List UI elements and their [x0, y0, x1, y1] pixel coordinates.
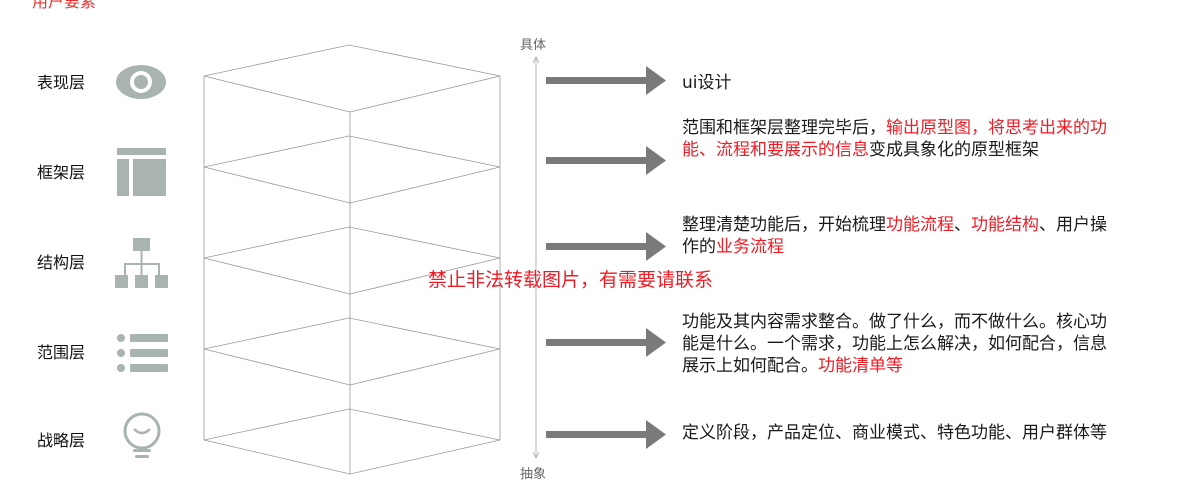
layer-face-5 — [203, 408, 501, 475]
desc-highlight: 输出原型图，将思考出来的功能、流程和要展示的信息 — [682, 118, 1107, 160]
section-title: 用户要素 — [32, 0, 97, 11]
arrow-2 — [546, 146, 666, 175]
lightbulb-icon — [123, 412, 161, 458]
desc-highlight: 功能结构 — [971, 215, 1039, 235]
eye-icon — [116, 65, 166, 99]
desc-highlight: 业务流程 — [716, 237, 784, 257]
watermark-text: 禁止非法转载图片，有需要请联系 — [428, 269, 714, 291]
description-scope: 功能及其内容需求整合。做了什么，而不做什么。核心功能是什么。一个需求，功能上怎么… — [682, 311, 1122, 377]
arrow-4 — [546, 328, 666, 357]
desc-highlight: 功能流程 — [886, 215, 954, 235]
concrete-abstract-axis — [532, 55, 540, 460]
layer-face-3 — [203, 226, 501, 295]
layer-face-4 — [203, 317, 501, 386]
desc-text: 变成具象化的原型框架 — [869, 140, 1039, 160]
arrows — [546, 66, 666, 449]
description-presentation: ui设计 — [682, 72, 1122, 94]
layer-label-strategy: 战略层 — [37, 431, 86, 450]
hierarchy-icon — [115, 238, 168, 288]
layer-label-scope: 范围层 — [37, 343, 86, 362]
arrow-5 — [546, 420, 666, 449]
desc-text: 、用户操作的 — [682, 215, 1107, 257]
desc-text: 功能及其内容需求整合。做了什么，而不做什么。核心功能是什么。一个需求，功能上怎么… — [682, 312, 1107, 376]
arrow-3 — [546, 232, 666, 261]
desc-text: ui设计 — [682, 73, 732, 93]
list-icon — [117, 334, 168, 372]
axis-label-abstract: 抽象 — [520, 467, 547, 482]
arrow-1 — [546, 66, 666, 95]
layer-label-presentation: 表现层 — [37, 73, 86, 92]
layer-face-2 — [203, 135, 501, 204]
description-skeleton: 范围和框架层整理完毕后，输出原型图，将思考出来的功能、流程和要展示的信息变成具象… — [682, 117, 1122, 161]
layer-label-structure: 结构层 — [37, 253, 86, 272]
layer-label-skeleton: 框架层 — [37, 163, 86, 182]
desc-text: 定义阶段，产品定位、商业模式、特色功能、用户群体等 — [682, 423, 1107, 443]
description-structure: 整理清楚功能后，开始梳理功能流程、功能结构、用户操作的业务流程 — [682, 214, 1122, 258]
desc-text: 、 — [954, 215, 971, 235]
desc-highlight: 功能清单等 — [818, 356, 903, 376]
layout-icon — [117, 148, 166, 196]
top-face — [203, 44, 501, 113]
layer-stack — [203, 44, 501, 475]
description-strategy: 定义阶段，产品定位、商业模式、特色功能、用户群体等 — [682, 422, 1122, 444]
axis-label-concrete: 具体 — [520, 38, 547, 53]
desc-text: 范围和框架层整理完毕后， — [682, 118, 886, 138]
desc-text: 整理清楚功能后，开始梳理 — [682, 215, 886, 235]
